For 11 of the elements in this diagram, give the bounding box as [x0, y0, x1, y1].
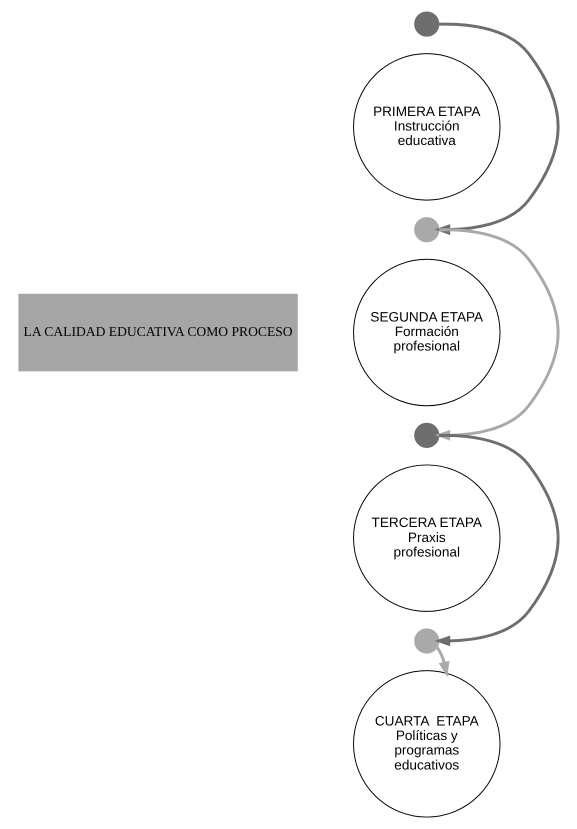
- arrow: [436, 646, 450, 678]
- node-circle: SEGUNDA ETAPA Formación profesional: [353, 258, 500, 406]
- arrow: [434, 434, 560, 646]
- node-circle: [414, 628, 440, 654]
- node-box: LA CALIDAD EDUCATIVA COMO PROCESO: [18, 294, 298, 372]
- node-circle: PRIMERA ETAPA Instrucción educativa: [353, 53, 500, 201]
- node-circle: [414, 422, 440, 448]
- node-circle: CUARTA ETAPA Políticas y programas educativos: [353, 670, 500, 818]
- node-circle: TERCERA ETAPA Praxis profesional: [353, 464, 500, 612]
- node-circle: [414, 11, 440, 37]
- node-circle: [414, 217, 440, 242]
